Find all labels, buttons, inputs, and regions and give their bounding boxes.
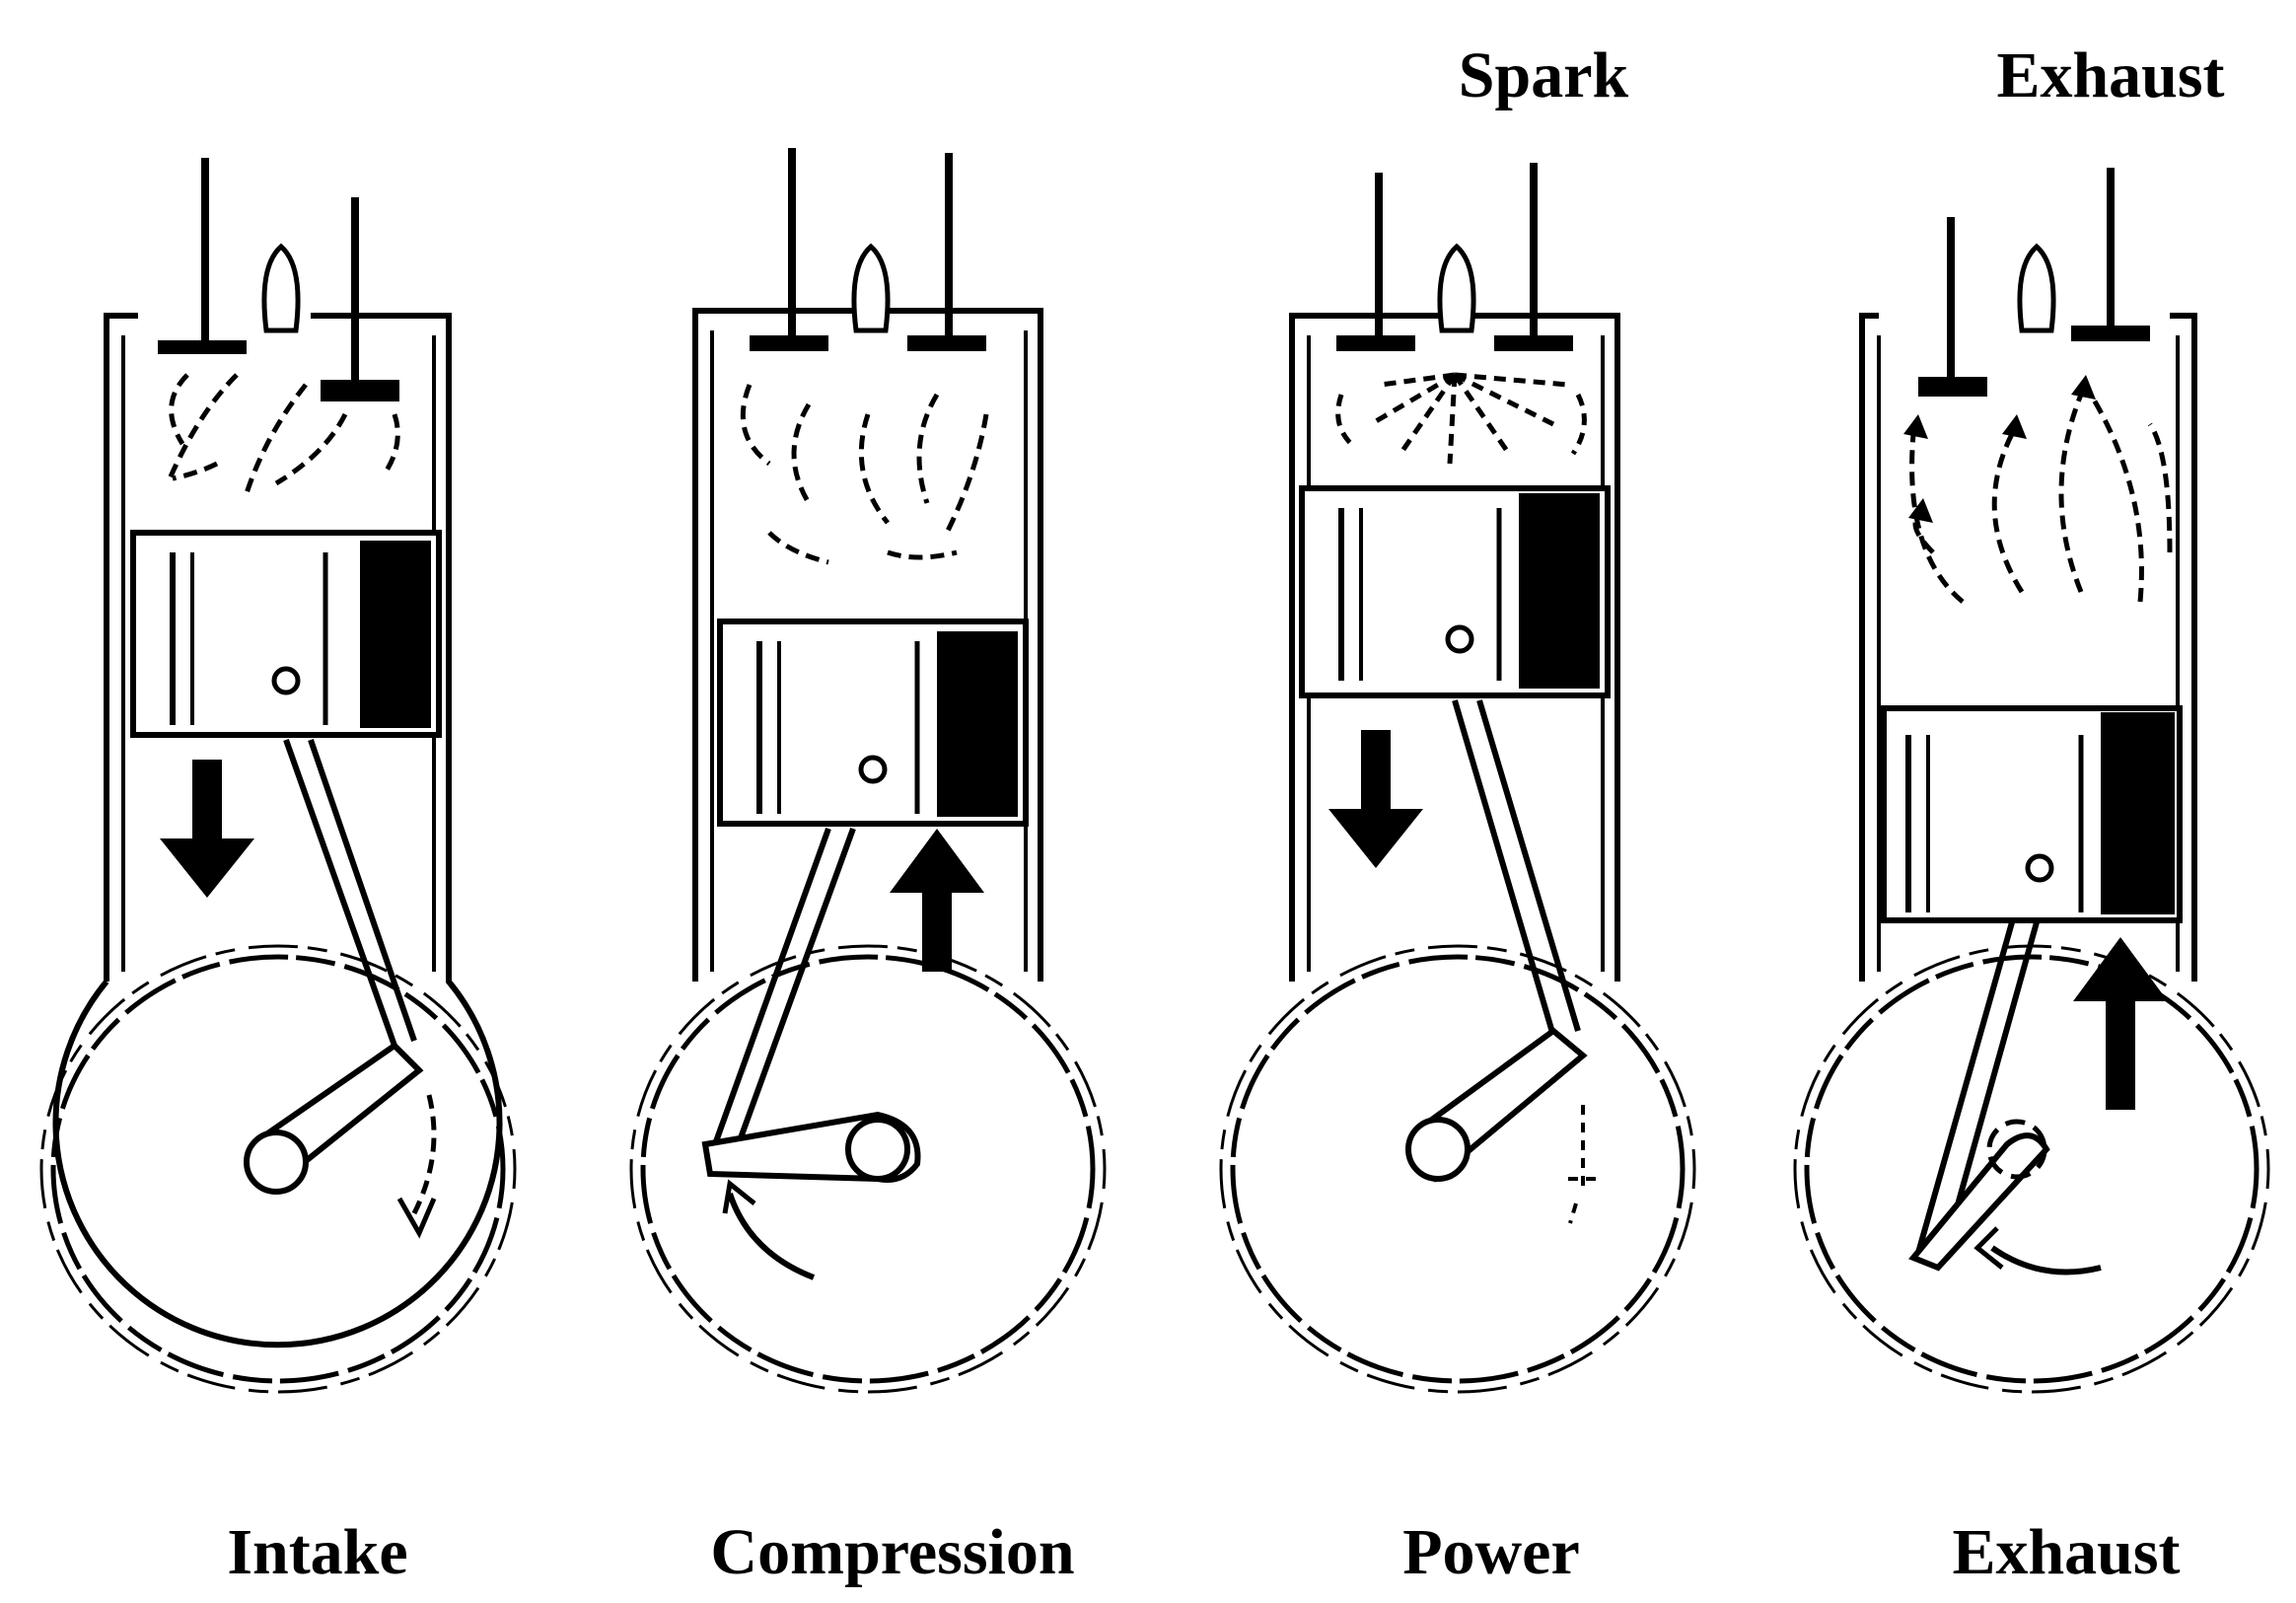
combustion-burst [1335,372,1587,465]
spark-plug [1437,243,1476,333]
stage-label-power: Power [1402,1516,1580,1588]
stage-power [1219,163,1696,1394]
piston-motion-arrow-down [160,760,254,898]
wrist-pin [858,755,888,784]
wrist-pin [2025,853,2054,883]
crankshaft [845,1117,910,1182]
piston-motion-arrow-up [890,829,984,972]
piston [1299,485,1611,698]
piston-motion-arrow-up [2073,937,2168,1110]
stage-compression [629,148,1107,1394]
wrist-pin [271,666,301,695]
rotation-arrow [411,1094,437,1215]
rotation-arrow [727,1193,816,1280]
connecting-rod [712,827,856,1156]
intake-valve-head [1336,335,1415,351]
stage-exhaust [1793,168,2270,1394]
spark-plug [261,243,301,333]
exhaust-flow-arrows [1909,393,2173,604]
crankshaft [1405,1117,1471,1182]
intake-valve-head [1918,377,1987,397]
stage-intake [39,158,517,1394]
rotation-arrow [1990,1245,2102,1275]
piston [1881,705,2183,923]
crank-arm [1908,1132,2050,1272]
intake-valve-head [750,335,828,351]
exhaust-arrowheads [1903,375,2096,523]
connecting-rod [283,738,417,1048]
intake-valve-head [158,340,247,354]
crankshaft [1986,1119,2047,1180]
spark-plug [2017,243,2056,333]
exhaust-valve-head [2071,326,2150,341]
exhaust-valve-head [321,380,399,401]
wrist-pin [1445,624,1474,654]
crankshaft [244,1129,309,1195]
stage-label-compression: Compression [710,1516,1074,1588]
crankcase-outline [1804,954,2260,1384]
crankcase-outline [640,954,1096,1384]
engine-casing [1859,313,2197,982]
stage-label-intake: Intake [227,1516,407,1588]
compressed-gas-arrows [740,384,989,565]
exhaust-valve-head [1494,335,1573,351]
exhaust-valve-head [907,335,986,351]
connecting-rod [1452,699,1581,1037]
crankcase-outline [50,954,506,1384]
piston [130,530,442,738]
stage-label-exhaust: Exhaust [1952,1516,2180,1588]
piston [717,619,1029,827]
crankcase-outline [1230,954,1686,1384]
exhaust-valve-label: Exhaust [1996,39,2224,111]
piston-motion-arrow-down [1328,730,1423,868]
intake-flow-arrows [165,373,400,494]
spark-label: Spark [1459,39,1629,111]
spark-plug [851,243,891,333]
rotation-arrow [1568,1105,1598,1224]
